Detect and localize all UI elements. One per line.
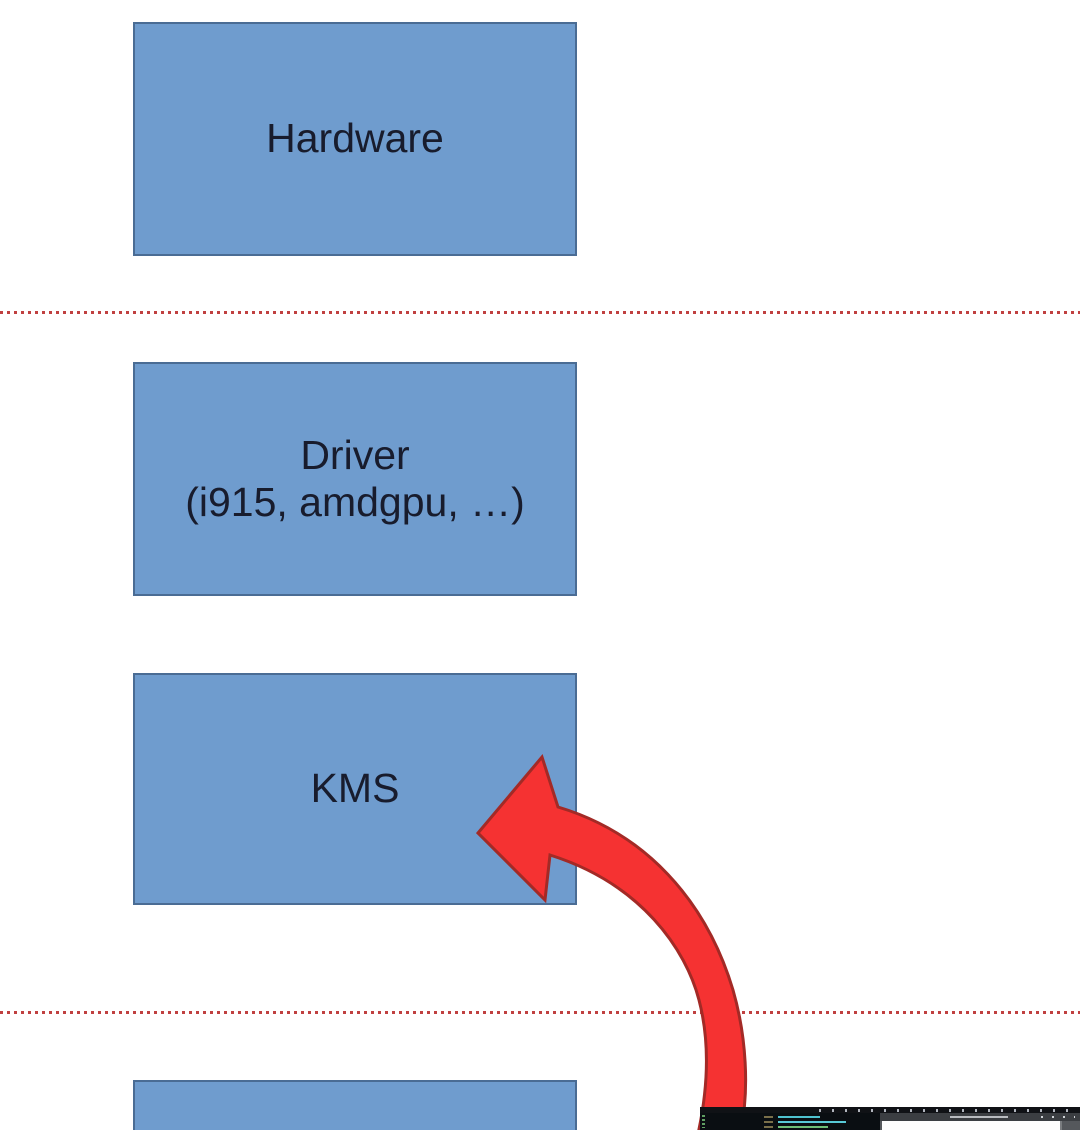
- app-window: [880, 1113, 1080, 1130]
- kms-box: KMS: [133, 673, 577, 905]
- terminal-gutter-marks: [702, 1115, 705, 1128]
- app-window-controls: [1041, 1116, 1075, 1118]
- partial-bottom-box: [133, 1080, 577, 1130]
- kms-label: KMS: [310, 765, 400, 812]
- video-overlay-thumbnail: [700, 1107, 1080, 1130]
- driver-box: Driver (i915, amdgpu, …): [133, 362, 577, 596]
- app-window-title-text: [950, 1116, 1008, 1118]
- app-window-content: [882, 1121, 1062, 1130]
- driver-label: Driver: [300, 431, 410, 478]
- taskbar-icons: [819, 1109, 1074, 1112]
- dotted-separator-top: [0, 311, 1080, 314]
- thumbnail-taskbar: [700, 1107, 1080, 1113]
- hardware-label: Hardware: [266, 115, 444, 162]
- driver-sublabel: (i915, amdgpu, …): [185, 479, 525, 525]
- hardware-box: Hardware: [133, 22, 577, 256]
- app-window-titlebar: [880, 1113, 1080, 1121]
- dotted-separator-bottom: [0, 1011, 1080, 1014]
- terminal-panel: [700, 1113, 880, 1130]
